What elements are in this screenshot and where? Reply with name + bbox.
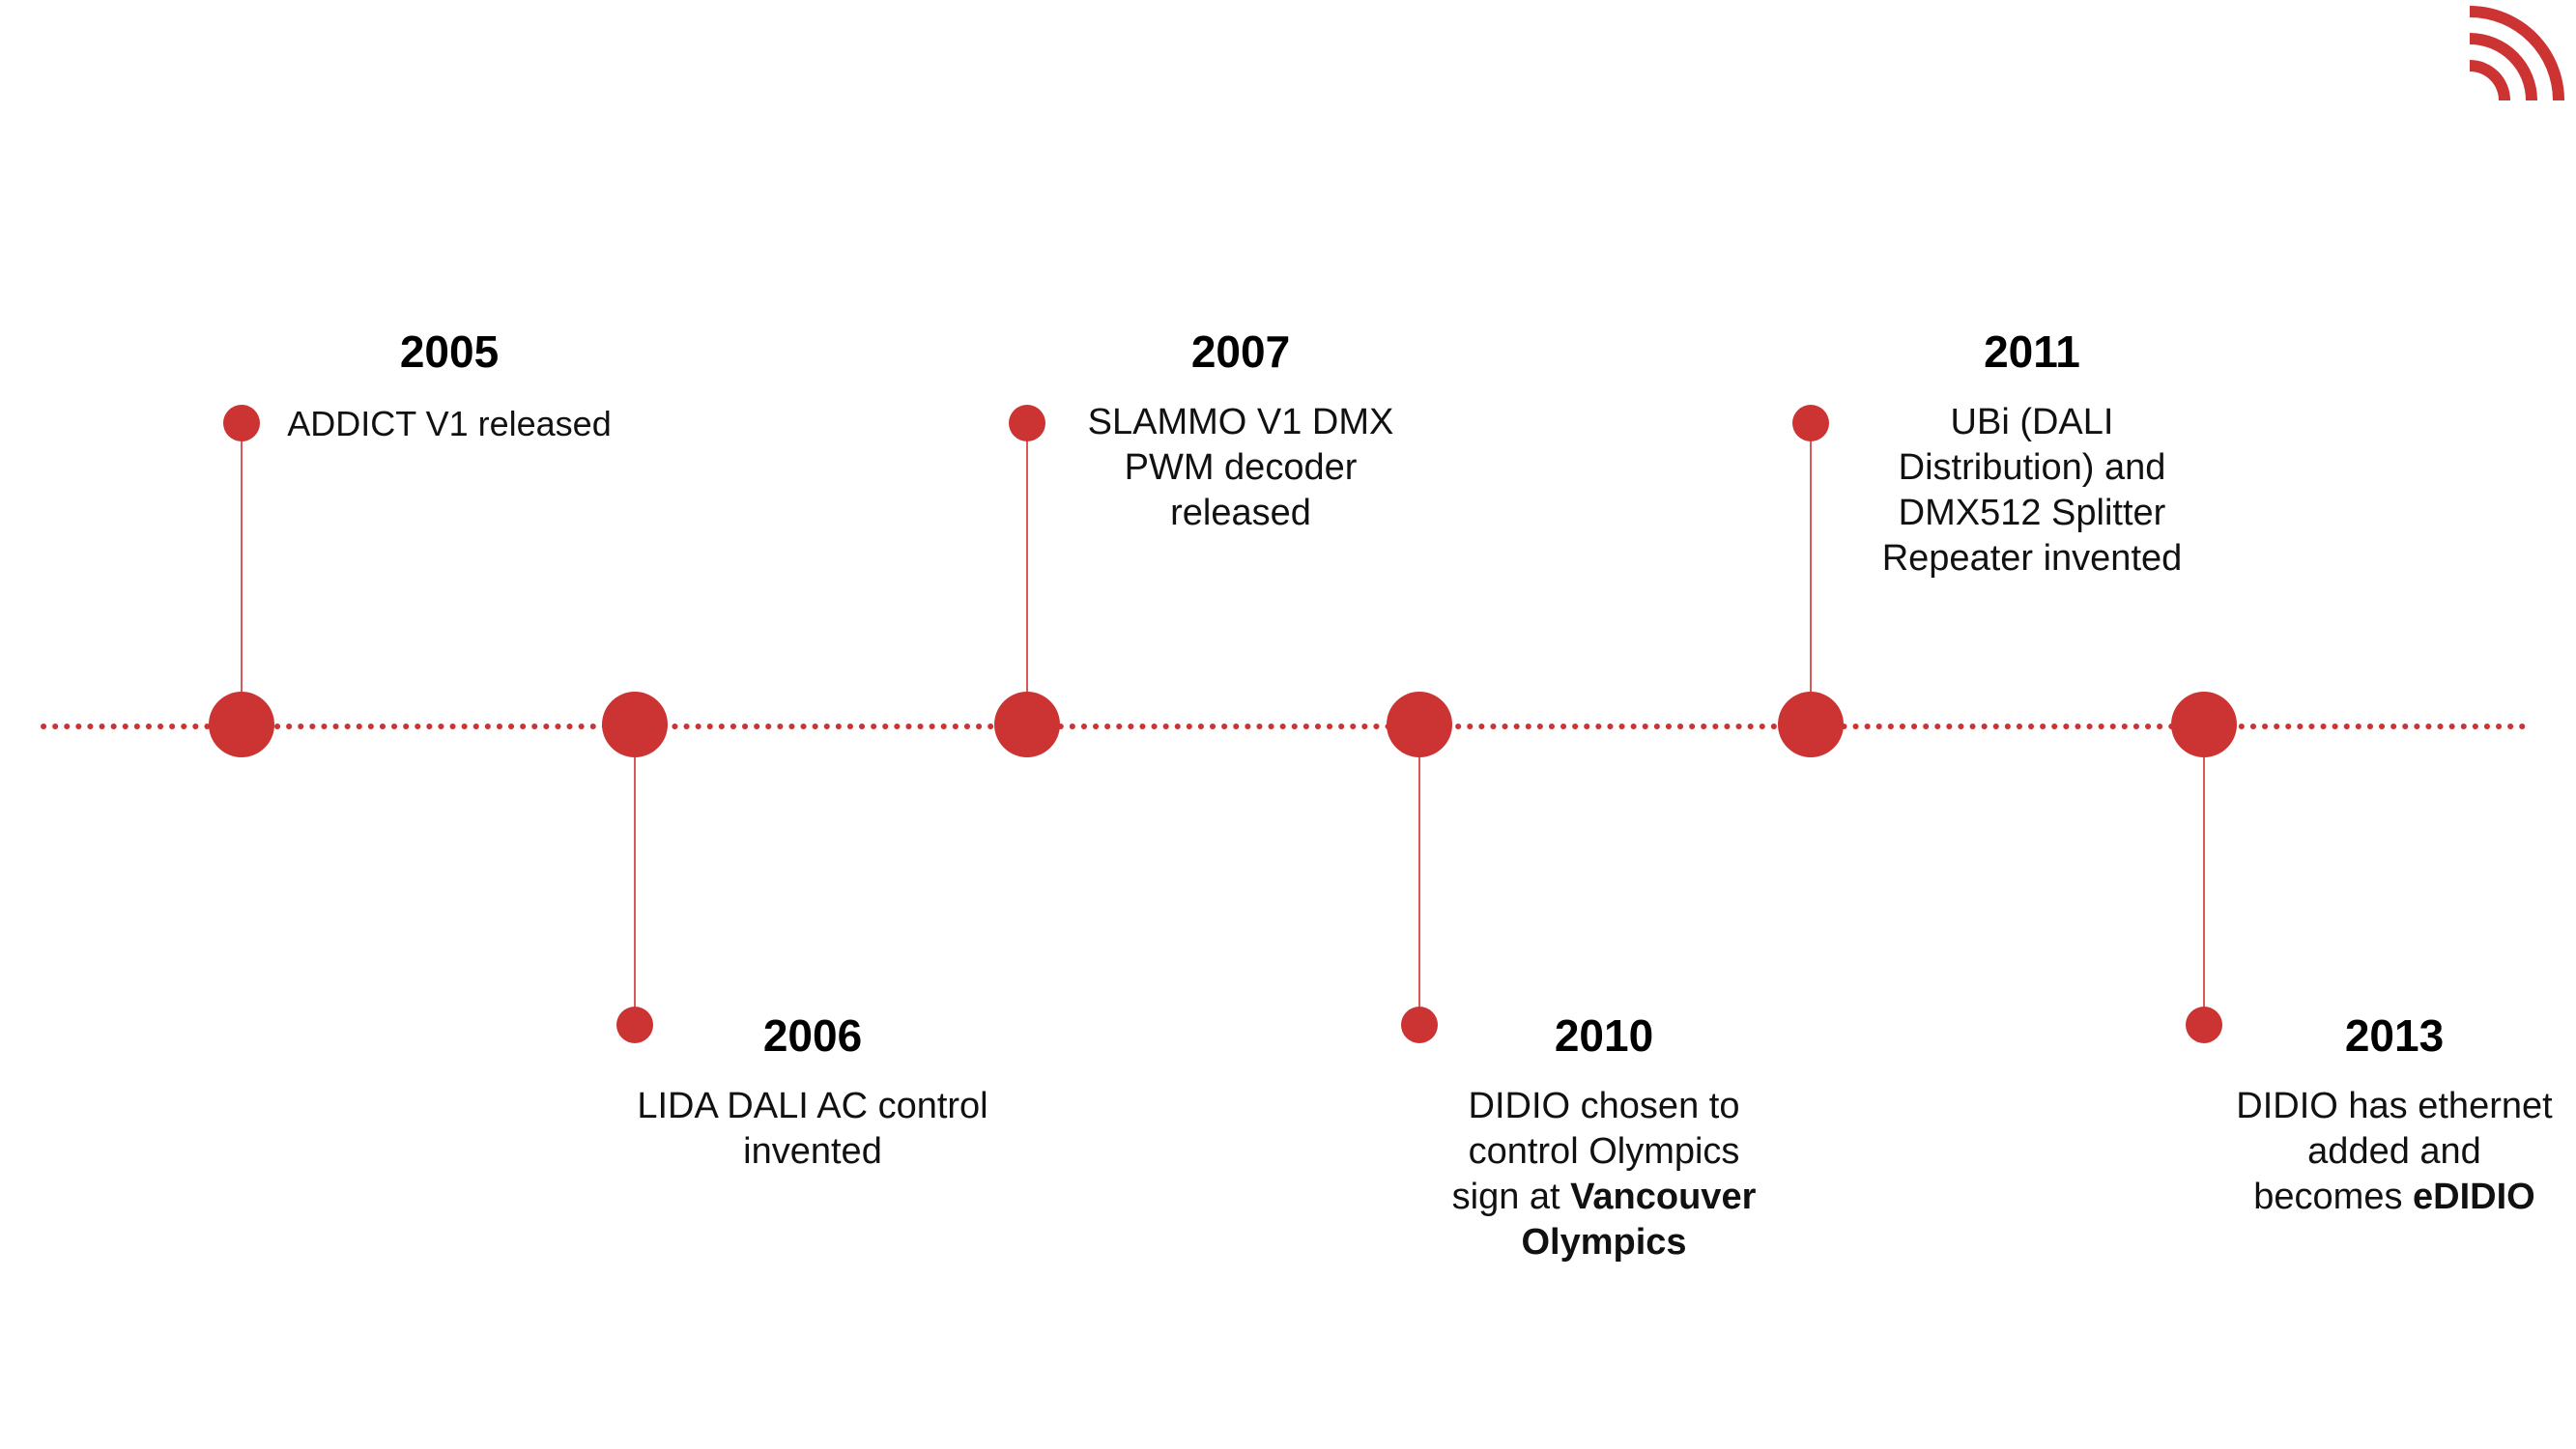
event-text: SLAMMO V1 DMX PWM decoder released	[1087, 402, 1394, 533]
event-text: LIDA DALI AC control invented	[637, 1086, 988, 1172]
event-year: 2006	[762, 1010, 863, 1061]
timeline-connector	[1418, 724, 1420, 1025]
event-year: 2013	[2344, 1010, 2445, 1061]
event-year: 2005	[399, 327, 500, 377]
event-text: DIDIO has ethernet added and becomes	[2236, 1086, 2553, 1217]
event-description: SLAMMO V1 DMX PWM decoder released	[1076, 400, 1405, 536]
timeline-connector	[1026, 423, 1028, 724]
event-description: LIDA DALI AC control invented	[629, 1084, 996, 1175]
signal-arcs-icon	[2470, 6, 2564, 100]
event-marker-small	[616, 1007, 653, 1043]
event-marker-small	[223, 405, 260, 441]
event-description: UBi (DALI Distribution) and DMX512 Split…	[1868, 400, 2196, 582]
timeline-node	[2171, 692, 2237, 757]
event-year: 2007	[1190, 327, 1291, 377]
timeline-connector	[2203, 724, 2205, 1025]
event-year: 2011	[1984, 327, 2080, 377]
event-marker-small	[1009, 405, 1045, 441]
event-description: DIDIO chosen to control Olympics sign at…	[1440, 1084, 1768, 1265]
timeline-connector	[1810, 423, 1812, 724]
event-text-bold: eDIDIO	[2413, 1177, 2535, 1217]
event-description: DIDIO has ethernet added and becomes eDI…	[2230, 1084, 2559, 1220]
event-marker-small	[1401, 1007, 1438, 1043]
timeline-axis	[41, 724, 2534, 729]
event-marker-small	[1792, 405, 1829, 441]
event-description: ADDICT V1 released	[246, 401, 652, 446]
timeline-node	[994, 692, 1060, 757]
timeline-node	[1387, 692, 1452, 757]
event-marker-small	[2186, 1007, 2222, 1043]
timeline-node	[602, 692, 668, 757]
event-text: UBi (DALI Distribution) and DMX512 Split…	[1881, 402, 2183, 579]
timeline-node	[209, 692, 274, 757]
timeline-connector	[634, 724, 636, 1025]
event-text: DIDIO chosen to control Olympics sign at	[1451, 1086, 1740, 1217]
timeline-connector	[241, 423, 243, 724]
timeline-node	[1778, 692, 1844, 757]
event-text: ADDICT V1 released	[287, 404, 612, 443]
event-year: 2010	[1554, 1010, 1654, 1061]
event-text-bold: Vancouver Olympics	[1521, 1177, 1757, 1263]
